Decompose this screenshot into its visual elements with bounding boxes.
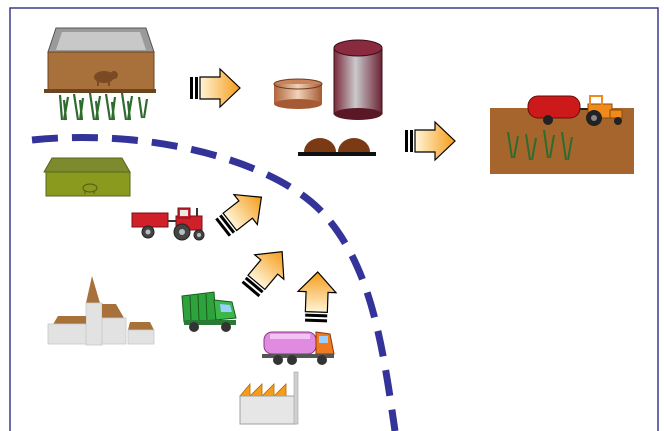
flow-arrow-garbage-input: [234, 238, 298, 303]
digester-tanks-icon: [273, 39, 383, 156]
small-barn-icon: [43, 157, 131, 197]
frame-border: [9, 7, 659, 431]
village-church-icon: [47, 276, 155, 346]
tanker-truck-icon: [262, 331, 335, 365]
garbage-truck-icon: [181, 291, 237, 332]
flow-arrow-tractor-input: [209, 181, 274, 244]
flow-arrow-barn-to-digester: [189, 68, 241, 108]
flow-arrow-tanker-input: [296, 270, 338, 324]
dashed-boundary-curve: [31, 134, 399, 431]
flow-arrow-digester-to-field: [404, 121, 456, 161]
pig-barn-icon: [44, 27, 156, 121]
factory-icon: [239, 371, 299, 425]
tractor-with-trailer-icon: [131, 207, 205, 241]
tractor-spreading-field-icon: [490, 95, 634, 174]
